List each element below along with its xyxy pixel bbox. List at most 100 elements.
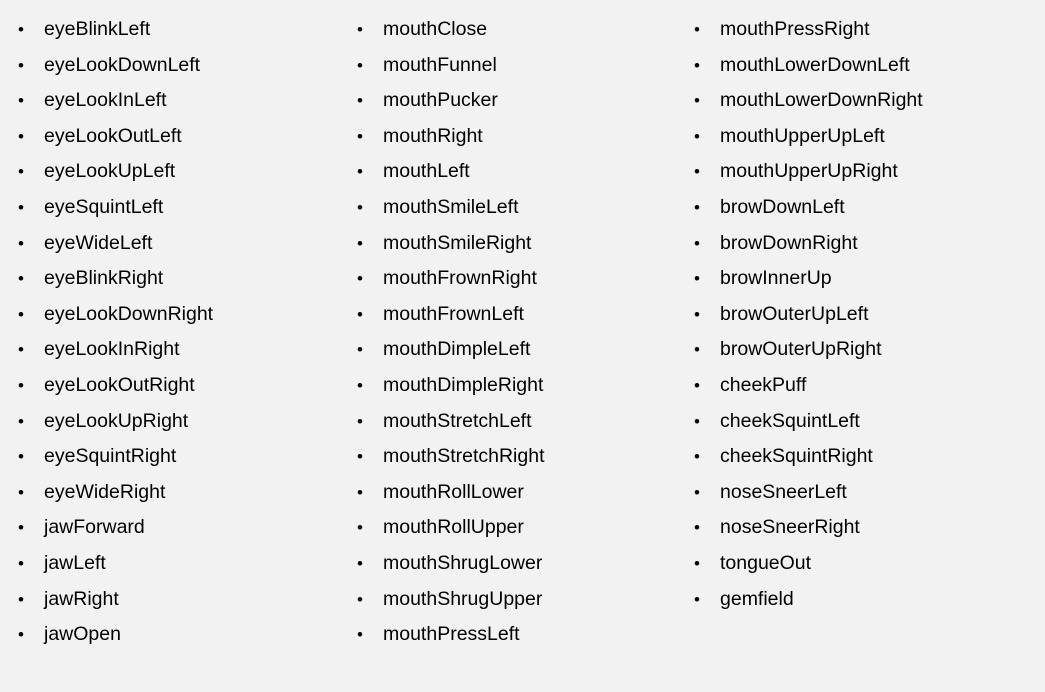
list-item-label: eyeLookUpRight <box>44 409 189 432</box>
list-item: •browOuterUpLeft <box>690 297 923 333</box>
list-item-label: cheekSquintLeft <box>720 409 860 432</box>
list-item: •mouthLowerDownLeft <box>690 48 923 84</box>
list-item-label: browOuterUpRight <box>720 338 882 361</box>
list-item: •mouthFrownRight <box>353 261 545 297</box>
list-column-1: • eyeBlinkLeft • eyeLookDownLeft • eyeLookInL… <box>14 12 213 653</box>
list-item-label: mouthSmileLeft <box>383 195 519 218</box>
list-item: •mouthSmileRight <box>353 226 545 262</box>
list-item-label: eyeWideRight <box>44 480 166 503</box>
bullet-icon: • <box>18 482 24 502</box>
bullet-icon: • <box>694 411 700 431</box>
list-item: • eyeWideRight <box>14 475 213 511</box>
list-item-label: mouthStretchLeft <box>383 409 532 432</box>
list-item: •eyeWideLeft <box>14 226 213 262</box>
bullet-icon: • <box>694 447 700 467</box>
list-item: •eyeLookUpLeft <box>14 154 213 190</box>
list-item-label: eyeLookDownLeft <box>44 53 201 76</box>
list-item-label: mouthSmileRight <box>383 231 532 254</box>
list-item-label: mouthFrownRight <box>383 267 537 290</box>
list-item-label: mouthStretchRight <box>383 445 545 468</box>
bullet-icon: • <box>357 162 363 182</box>
list-item: • mouthDimpleLeft <box>353 332 545 368</box>
bullet-icon: • <box>18 589 24 609</box>
list-item: • mouthLeft <box>353 154 545 190</box>
list-item: •gemfield <box>690 582 923 618</box>
list-item-label: noseSneerLeft <box>720 480 847 503</box>
list-item-label: mouthRollLower <box>383 480 524 503</box>
bullet-icon: • <box>18 375 24 395</box>
list-item-label: mouthUpperUpLeft <box>720 124 885 147</box>
list-item: •mouthPressLeft <box>353 617 545 653</box>
list-item: • cheekSquintLeft <box>690 404 923 440</box>
bullet-icon: • <box>694 91 700 111</box>
list-item: • eyeLookUpRight <box>14 404 213 440</box>
list-item-label: cheekSquintRight <box>720 445 873 468</box>
list-item: •browOuterUpRight <box>690 332 923 368</box>
list-column-3: • mouthPressRight •mouthLowerDownLeft • mout… <box>690 12 923 617</box>
bullet-icon: • <box>694 126 700 146</box>
bullet-icon: • <box>18 20 24 39</box>
list-item-label: mouthPressLeft <box>383 623 520 646</box>
bullet-icon: • <box>694 162 700 182</box>
list-item-label: jawOpen <box>44 623 121 646</box>
list-item: •eyeLookInRight <box>14 332 213 368</box>
bullet-icon: • <box>357 197 363 217</box>
bullet-icon: • <box>694 553 700 573</box>
bullet-icon: • <box>694 197 700 217</box>
list-item-label: mouthPressRight <box>720 18 870 40</box>
list-item: •mouthClose <box>353 12 545 48</box>
list-item: •mouthPucker <box>353 83 545 119</box>
list-item-label: mouthRight <box>383 124 483 147</box>
list-item-label: gemfield <box>720 587 794 610</box>
bullet-icon: • <box>357 340 363 360</box>
list-item-label: jawRight <box>44 587 119 610</box>
list-item-label: eyeLookOutRight <box>44 373 195 396</box>
list-item: • mouthUpperUpLeft <box>690 119 923 155</box>
list-item: • mouthSmileLeft <box>353 190 545 226</box>
list-item: •tongueOut <box>690 546 923 582</box>
bullet-icon: • <box>694 375 700 395</box>
bullet-icon: • <box>18 553 24 573</box>
list-item-label: mouthLowerDownRight <box>720 89 923 112</box>
bullet-icon: • <box>357 411 363 431</box>
list-item: • mouthShrugLower <box>353 546 545 582</box>
list-item: • mouthStretchRight <box>353 439 545 475</box>
list-item: • mouthStretchLeft <box>353 404 545 440</box>
bullet-icon: • <box>357 126 363 146</box>
list-item-label: mouthShrugLower <box>383 551 543 574</box>
bullet-icon: • <box>357 553 363 573</box>
list-item: •mouthShrugUpper <box>353 582 545 618</box>
list-item: •mouthRollUpper <box>353 510 545 546</box>
list-item-label: eyeLookUpLeft <box>44 160 176 183</box>
bullet-icon: • <box>18 304 24 324</box>
bullet-icon: • <box>357 447 363 467</box>
bullet-icon: • <box>357 375 363 395</box>
list-item: • jawRight <box>14 582 213 618</box>
list-item-label: eyeBlinkLeft <box>44 18 151 40</box>
list-item: •eyeBlinkRight <box>14 261 213 297</box>
list-item: • mouthLowerDownRight <box>690 83 923 119</box>
bullet-icon: • <box>357 304 363 324</box>
bullet-icon: • <box>18 126 24 146</box>
list-item: • cheekSquintRight <box>690 439 923 475</box>
list-item-label: mouthClose <box>383 18 488 40</box>
list-item-label: mouthDimpleLeft <box>383 338 531 361</box>
list-item-label: eyeLookInRight <box>44 338 180 361</box>
bullet-icon: • <box>18 411 24 431</box>
bullet-icon: • <box>18 197 24 217</box>
list-item: •noseSneerRight <box>690 510 923 546</box>
bullet-icon: • <box>357 518 363 538</box>
bullet-icon: • <box>357 589 363 609</box>
bullet-icon: • <box>18 55 24 75</box>
bullet-icon: • <box>357 91 363 111</box>
bullet-icon: • <box>694 233 700 253</box>
bullet-icon: • <box>357 482 363 502</box>
list-item-label: mouthDimpleRight <box>383 373 544 396</box>
bullet-icon: • <box>18 625 24 645</box>
list-column-2: •mouthClose•mouthFunnel•mouthPucker•mout… <box>353 12 545 653</box>
list-item-label: eyeSquintRight <box>44 445 177 468</box>
list-item: • mouthDimpleRight <box>353 368 545 404</box>
list-item-label: mouthLeft <box>383 160 470 183</box>
list-item-label: eyeWideLeft <box>44 231 153 254</box>
list-item-label: eyeLookInLeft <box>44 89 167 112</box>
